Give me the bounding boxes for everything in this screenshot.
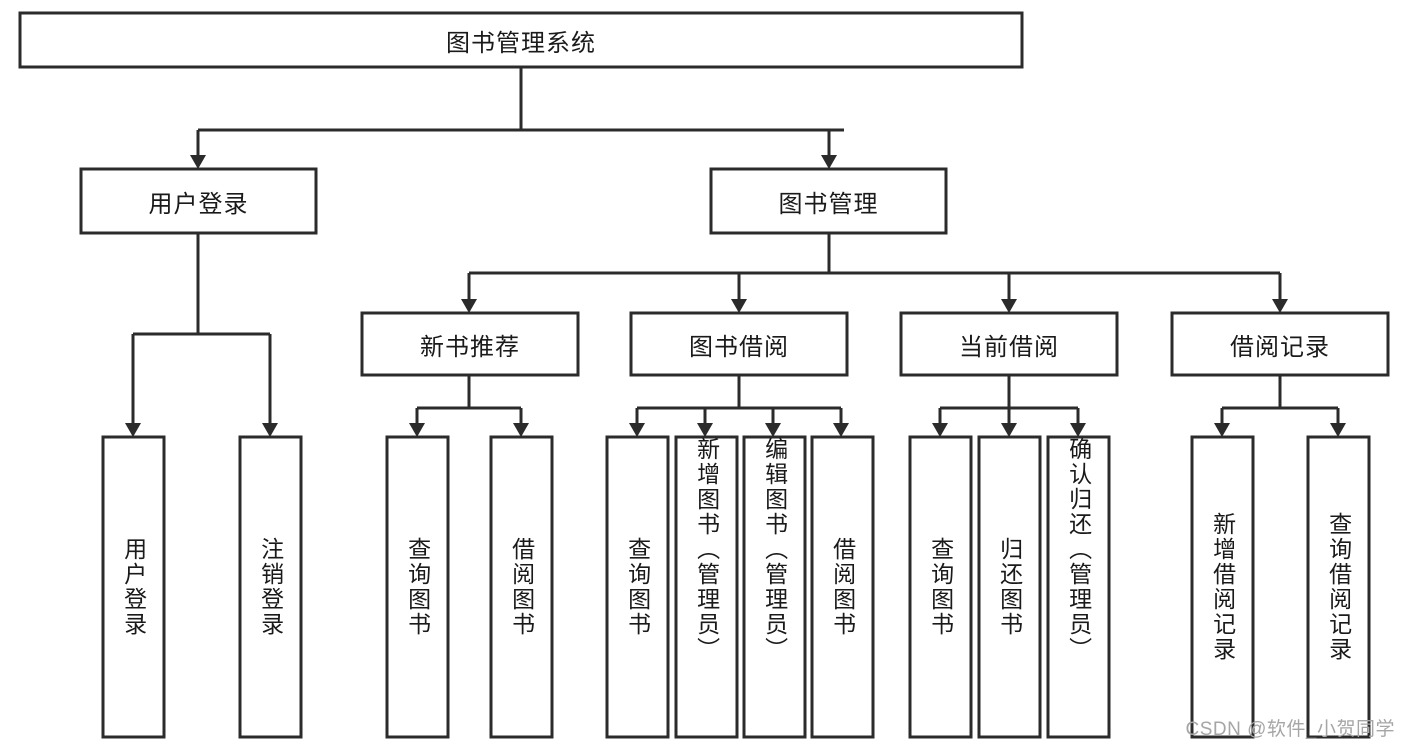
arrow-bb-leaf-4 xyxy=(833,423,849,437)
node-box-leaf-user-login[interactable] xyxy=(101,435,166,739)
arrow-bb-leaf-1 xyxy=(629,423,645,437)
arrow-bm-to-borrow-record xyxy=(1272,299,1288,313)
node-box-leaf-user-logout[interactable] xyxy=(238,435,303,739)
arrow-cb-leaf-3 xyxy=(1070,423,1086,437)
node-box-root[interactable] xyxy=(18,11,1024,69)
connector-group-user-login xyxy=(125,233,278,437)
arrow-bb-leaf-2 xyxy=(697,423,713,437)
arrow-root-to-user-login xyxy=(190,155,206,169)
node-box-user-login[interactable] xyxy=(79,167,318,235)
node-box-leaf-borrow-book-1[interactable] xyxy=(489,435,554,739)
node-box-book-borrow[interactable] xyxy=(629,311,849,377)
node-box-leaf-return-book[interactable] xyxy=(977,435,1042,739)
arrow-nbr-leaf-2 xyxy=(513,423,529,437)
node-box-leaf-query-book-2[interactable] xyxy=(605,435,670,739)
node-box-current-borrow[interactable] xyxy=(899,311,1119,377)
arrow-user-login-leaf-1 xyxy=(125,423,141,437)
arrow-bm-to-new-book-recommend xyxy=(461,299,477,313)
arrow-cb-leaf-1 xyxy=(932,423,948,437)
node-box-leaf-query-book-1[interactable] xyxy=(385,435,450,739)
node-box-new-book-recommend[interactable] xyxy=(360,311,580,377)
node-box-borrow-record[interactable] xyxy=(1170,311,1390,377)
node-box-leaf-query-record[interactable] xyxy=(1306,435,1371,739)
arrow-bm-to-book-borrow xyxy=(731,299,747,313)
arrow-root-to-book-manage xyxy=(821,155,837,169)
node-box-leaf-confirm-return[interactable] xyxy=(1046,435,1111,739)
node-box-leaf-query-book-3[interactable] xyxy=(908,435,973,739)
arrow-user-login-leaf-2 xyxy=(262,423,278,437)
arrow-br-leaf-2 xyxy=(1330,423,1346,437)
connector-group-current-borrow xyxy=(932,375,1086,437)
connector-group-book-borrow xyxy=(629,375,849,437)
csdn-watermark: CSDN @软件_小贺同学 xyxy=(1185,719,1395,740)
node-box-leaf-borrow-book-2[interactable] xyxy=(810,435,875,739)
node-box-leaf-edit-book[interactable] xyxy=(742,435,807,739)
node-box-book-manage[interactable] xyxy=(709,167,948,235)
arrow-nbr-leaf-1 xyxy=(409,423,425,437)
arrow-bb-leaf-3 xyxy=(765,423,781,437)
connector-group-new-book-recommend xyxy=(409,375,529,437)
connector-group-borrow-record xyxy=(1214,375,1346,437)
arrow-cb-leaf-2 xyxy=(1001,423,1017,437)
arrow-bm-to-current-borrow xyxy=(1001,299,1017,313)
node-box-leaf-add-book[interactable] xyxy=(674,435,739,739)
connector-group-root xyxy=(190,67,844,169)
connector-group-book-manage xyxy=(461,233,1288,313)
node-box-leaf-add-record[interactable] xyxy=(1190,435,1255,739)
arrow-br-leaf-1 xyxy=(1214,423,1230,437)
